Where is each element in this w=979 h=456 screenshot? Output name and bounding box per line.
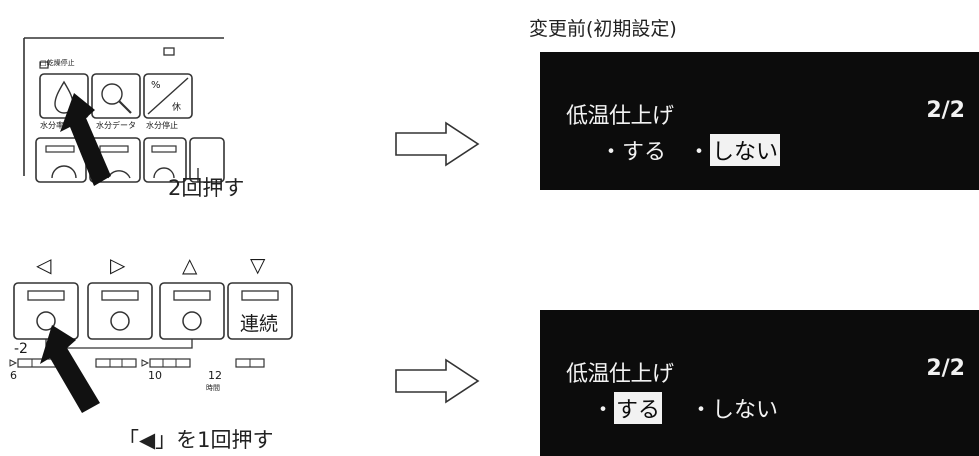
page-indicator: 2/2 [926,356,965,381]
instruction-press-left-once: 「◀」を1回押す [118,428,274,452]
right-arrow-icon [395,121,480,167]
arrow-label-up: △ [182,253,198,277]
ratio-label-top: % [151,80,161,91]
screen-title: 低温仕上げ [566,362,674,387]
option-off-dot: ・ [688,140,711,165]
option-on: ・する [600,140,667,165]
option-on-dot: ・ [592,398,615,423]
control-panel-top-drawing [23,37,225,186]
arrow-label-down: ▽ [250,253,266,277]
lcd-screen-after: 低温仕上げ 2/2 ・ する ・しない [540,310,979,456]
lcd-screen-before: 低温仕上げ 2/2 ・する ・ しない [540,52,979,190]
continuous-label: 連続 [240,313,279,335]
button-label-moisture-data: 水分データ [96,121,136,130]
ratio-label-bottom: 休 [172,103,182,113]
timer-prefix: -2 [14,341,28,357]
hour-unit-label: 時間 [206,384,220,392]
control-panel-arrows-drawing [9,282,293,413]
option-off: ・しない [690,398,779,423]
hour-tick-12: 12 [208,369,222,382]
instruction-press-twice: 2回押す [168,176,245,200]
hour-tick-6: 6 [10,369,17,382]
arrow-label-left: ◁ [36,253,52,277]
right-arrow-icon [395,358,480,404]
control-panel-top: □乾燥停止 % 休 水分率 水分データ 水分停止 [0,0,260,190]
option-off-selected: しない [710,134,781,166]
button-label-moisture-rate: 水分率 [40,121,64,130]
option-on-selected: する [614,392,663,424]
control-panel-arrows: ◁ ▷ △ ▽ 連続 -2 6 10 12 時間 [0,245,310,415]
heading-before-initial: 変更前(初期設定) [529,18,677,40]
indicator-label: □乾燥停止 [40,59,75,67]
arrow-label-right: ▷ [110,253,126,277]
screen-title: 低温仕上げ [566,104,674,129]
hour-tick-10: 10 [148,369,162,382]
button-label-moisture-stop: 水分停止 [146,121,178,130]
page-indicator: 2/2 [926,98,965,123]
